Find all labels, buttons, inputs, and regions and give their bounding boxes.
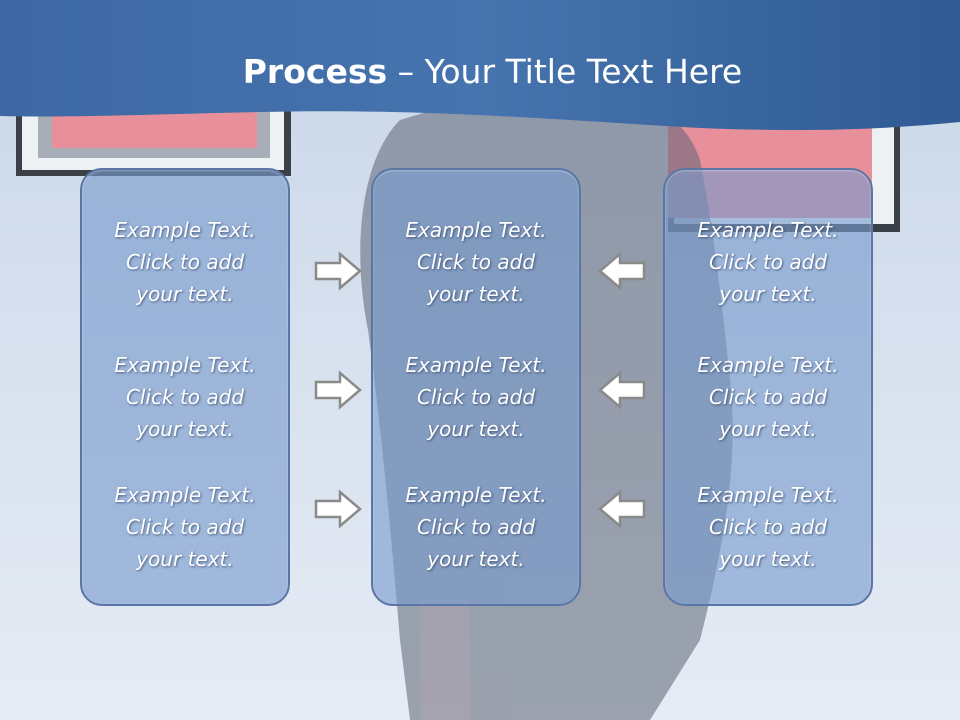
right-arrow-icon xyxy=(314,370,362,410)
text-line: Example Text. xyxy=(405,483,547,507)
text-line: your text. xyxy=(427,547,525,571)
text-placeholder[interactable]: Example Text. Click to add your text. xyxy=(373,349,579,445)
text-placeholder[interactable]: Example Text. Click to add your text. xyxy=(373,214,579,310)
text-line: Click to add xyxy=(708,250,828,274)
title-bold: Process xyxy=(242,52,388,91)
process-box-center: Example Text. Click to add your text. Ex… xyxy=(371,168,581,606)
text-line: your text. xyxy=(427,417,525,441)
left-arrow-icon xyxy=(598,370,646,410)
slide-title[interactable]: Process – Your Title Text Here xyxy=(0,52,960,91)
text-placeholder[interactable]: Example Text. Click to add your text. xyxy=(665,349,871,445)
text-line: your text. xyxy=(719,417,817,441)
text-line: Click to add xyxy=(125,250,245,274)
text-line: your text. xyxy=(427,282,525,306)
text-line: Example Text. xyxy=(697,353,839,377)
text-line: Example Text. xyxy=(697,483,839,507)
right-arrow-icon xyxy=(314,251,362,291)
text-line: your text. xyxy=(136,282,234,306)
text-line: Example Text. xyxy=(114,218,256,242)
text-line: Example Text. xyxy=(405,353,547,377)
text-line: your text. xyxy=(136,417,234,441)
title-banner xyxy=(0,0,960,130)
text-line: Click to add xyxy=(416,250,536,274)
text-line: Click to add xyxy=(708,385,828,409)
text-line: Click to add xyxy=(125,385,245,409)
title-rest: – Your Title Text Here xyxy=(387,52,743,91)
text-placeholder[interactable]: Example Text. Click to add your text. xyxy=(82,214,288,310)
text-line: your text. xyxy=(136,547,234,571)
text-line: Click to add xyxy=(708,515,828,539)
text-placeholder[interactable]: Example Text. Click to add your text. xyxy=(82,349,288,445)
text-line: your text. xyxy=(719,547,817,571)
text-line: Click to add xyxy=(125,515,245,539)
text-line: Example Text. xyxy=(114,483,256,507)
text-line: your text. xyxy=(719,282,817,306)
left-arrow-icon xyxy=(598,489,646,529)
text-line: Example Text. xyxy=(114,353,256,377)
process-box-right: Example Text. Click to add your text. Ex… xyxy=(663,168,873,606)
text-line: Click to add xyxy=(416,385,536,409)
left-arrow-icon xyxy=(598,251,646,291)
text-line: Click to add xyxy=(416,515,536,539)
text-placeholder[interactable]: Example Text. Click to add your text. xyxy=(665,479,871,575)
text-placeholder[interactable]: Example Text. Click to add your text. xyxy=(373,479,579,575)
text-line: Example Text. xyxy=(405,218,547,242)
right-arrow-icon xyxy=(314,489,362,529)
text-placeholder[interactable]: Example Text. Click to add your text. xyxy=(82,479,288,575)
text-placeholder[interactable]: Example Text. Click to add your text. xyxy=(665,214,871,310)
process-box-left: Example Text. Click to add your text. Ex… xyxy=(80,168,290,606)
text-line: Example Text. xyxy=(697,218,839,242)
